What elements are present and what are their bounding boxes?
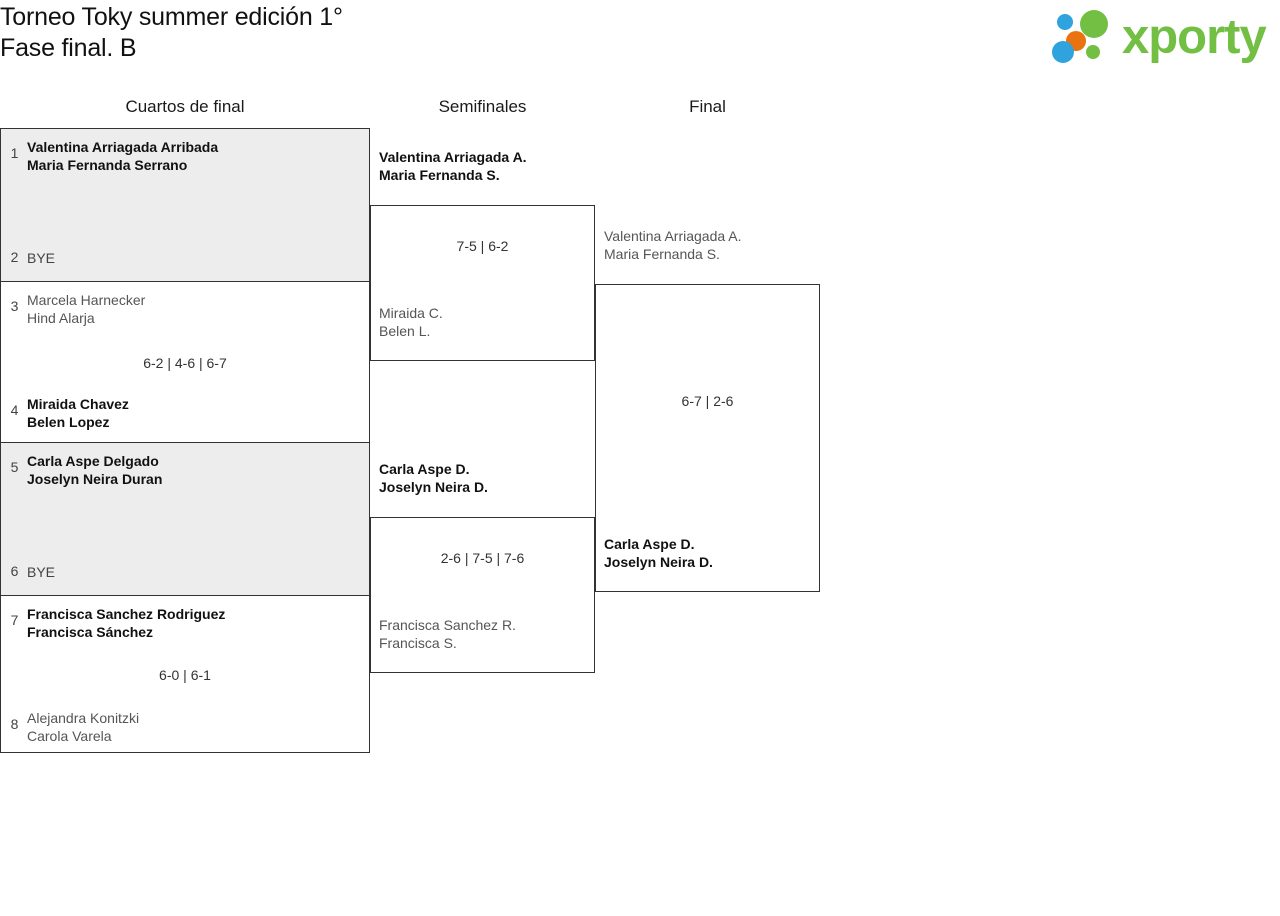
team-slot-bottom[interactable]: Alejandra Konitzki Carola Varela bbox=[27, 709, 363, 745]
team-slot-top[interactable]: Valentina Arriagada Arribada Maria Ferna… bbox=[27, 138, 363, 174]
team-slot-bottom[interactable]: Miraida Chavez Belen Lopez bbox=[27, 395, 363, 431]
seed-number: 7 bbox=[10, 612, 19, 628]
team-player-1: Carla Aspe D. bbox=[379, 461, 470, 477]
round-header-cuartos: Cuartos de final bbox=[125, 97, 245, 116]
team-player-2: Joselyn Neira D. bbox=[604, 554, 713, 570]
team-player-2: Maria Fernanda Serrano bbox=[27, 157, 188, 173]
logo-dot-blue-small-icon bbox=[1057, 14, 1073, 30]
team-slot-bottom: BYE bbox=[27, 563, 363, 581]
team-player-2: Joselyn Neira D. bbox=[379, 479, 488, 495]
logo-dot-green-small-icon bbox=[1086, 45, 1100, 59]
bracket-match-r2-1[interactable]: Valentina Arriagada A. Maria Fernanda S.… bbox=[370, 149, 595, 361]
match-score: 6-0 | 6-1 bbox=[159, 667, 211, 683]
team-player-2: Belen Lopez bbox=[27, 414, 110, 430]
bracket-match-r1-3[interactable]: 5 Carla Aspe Delgado Joselyn Neira Duran… bbox=[0, 442, 370, 596]
team-player-1: BYE bbox=[27, 250, 56, 266]
team-slot-top[interactable]: Carla Aspe D. Joselyn Neira D. bbox=[379, 460, 588, 496]
round-header-final: Final bbox=[689, 97, 726, 116]
match-score: 7-5 | 6-2 bbox=[456, 238, 509, 254]
team-player-2: Hind Alarja bbox=[27, 310, 95, 326]
team-player-2: Joselyn Neira Duran bbox=[27, 471, 163, 487]
team-slot-top[interactable]: Valentina Arriagada A. Maria Fernanda S. bbox=[379, 148, 588, 184]
bracket-match-r1-2[interactable]: 3 Marcela Harnecker Hind Alarja 4 Miraid… bbox=[0, 281, 370, 443]
team-slot-bottom[interactable]: Miraida C. Belen L. bbox=[379, 304, 588, 340]
logo-dot-blue-large-icon bbox=[1052, 41, 1074, 63]
bracket-match-r1-4[interactable]: 7 Francisca Sanchez Rodriguez Francisca … bbox=[0, 595, 370, 753]
match-score: 6-7 | 2-6 bbox=[681, 393, 734, 409]
team-player-2: Francisca S. bbox=[379, 635, 457, 651]
logo-wordmark: xporty bbox=[1122, 10, 1267, 64]
team-slot-top[interactable]: Francisca Sanchez Rodriguez Francisca Sá… bbox=[27, 605, 363, 641]
page-header: Torneo Toky summer edición 1° Fase final… bbox=[0, 0, 1280, 90]
page-title: Torneo Toky summer edición 1° bbox=[0, 3, 343, 31]
bracket-match-r1-1[interactable]: 1 Valentina Arriagada Arribada Maria Fer… bbox=[0, 128, 370, 282]
team-player-1: Francisca Sanchez R. bbox=[379, 617, 516, 633]
team-slot-top[interactable]: Valentina Arriagada A. Maria Fernanda S. bbox=[604, 227, 813, 263]
seed-number: 3 bbox=[10, 298, 19, 314]
team-slot-bottom[interactable]: Francisca Sanchez R. Francisca S. bbox=[379, 616, 588, 652]
page-subtitle: Fase final. B bbox=[0, 34, 137, 62]
team-player-1: Miraida Chavez bbox=[27, 396, 129, 412]
team-player-1: Valentina Arriagada A. bbox=[379, 149, 527, 165]
seed-number: 1 bbox=[10, 145, 19, 161]
team-player-1: Francisca Sanchez Rodriguez bbox=[27, 606, 226, 622]
team-player-1: Marcela Harnecker bbox=[27, 292, 146, 308]
team-slot-bottom[interactable]: Carla Aspe D. Joselyn Neira D. bbox=[604, 535, 813, 571]
team-slot-top[interactable]: Carla Aspe Delgado Joselyn Neira Duran bbox=[27, 452, 363, 488]
team-player-1: Valentina Arriagada Arribada bbox=[27, 139, 219, 155]
team-player-2: Belen L. bbox=[379, 323, 431, 339]
seed-number: 5 bbox=[10, 459, 19, 475]
team-player-1: BYE bbox=[27, 564, 56, 580]
team-player-2: Carola Varela bbox=[27, 728, 112, 744]
seed-number: 4 bbox=[10, 402, 19, 418]
team-player-1: Carla Aspe Delgado bbox=[27, 453, 159, 469]
team-player-1: Valentina Arriagada A. bbox=[604, 228, 742, 244]
seed-number: 2 bbox=[10, 249, 19, 265]
match-score: 2-6 | 7-5 | 7-6 bbox=[440, 550, 525, 566]
xporty-logo[interactable]: xporty bbox=[1048, 8, 1274, 68]
seed-number: 6 bbox=[10, 563, 19, 579]
bracket-match-r2-2[interactable]: Carla Aspe D. Joselyn Neira D. 2-6 | 7-5… bbox=[370, 461, 595, 673]
logo-dot-green-large-icon bbox=[1080, 10, 1108, 38]
team-player-2: Maria Fernanda S. bbox=[379, 167, 500, 183]
team-player-2: Francisca Sánchez bbox=[27, 624, 154, 640]
team-slot-top[interactable]: Marcela Harnecker Hind Alarja bbox=[27, 291, 363, 327]
team-slot-bottom: BYE bbox=[27, 249, 363, 267]
team-player-2: Maria Fernanda S. bbox=[604, 246, 720, 262]
bracket-match-final[interactable]: Valentina Arriagada A. Maria Fernanda S.… bbox=[595, 228, 820, 592]
team-player-1: Miraida C. bbox=[379, 305, 443, 321]
team-player-1: Alejandra Konitzki bbox=[27, 710, 140, 726]
round-header-semifinales: Semifinales bbox=[438, 97, 527, 116]
team-player-1: Carla Aspe D. bbox=[604, 536, 695, 552]
seed-number: 8 bbox=[10, 716, 19, 732]
match-score: 6-2 | 4-6 | 6-7 bbox=[143, 355, 227, 371]
